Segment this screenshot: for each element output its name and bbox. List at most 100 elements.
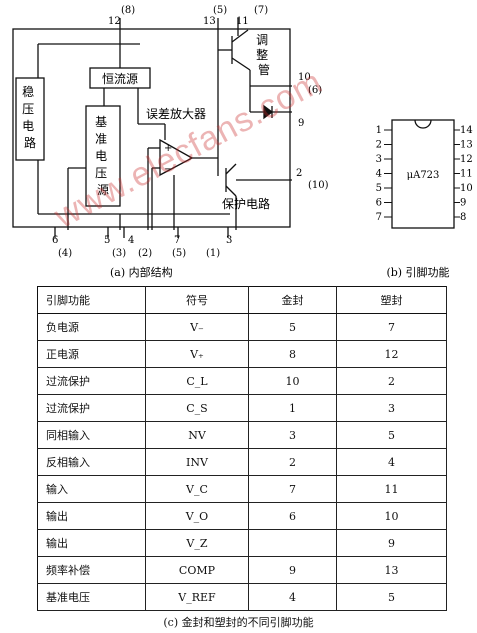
current-source-block xyxy=(89,67,151,89)
pin-label: 3 xyxy=(226,235,232,246)
label-current-source: 恒流源 xyxy=(102,72,138,86)
cell-metal xyxy=(248,529,337,557)
caption-b: (b) 引脚功能 xyxy=(386,265,449,279)
cell-plastic: 12 xyxy=(335,340,448,368)
label-regulator: 稳 压 电 路 xyxy=(22,84,38,150)
chip-pin-number: 7 xyxy=(376,212,382,223)
chip-pin-number: 4 xyxy=(376,169,382,180)
chip-pin-number: 9 xyxy=(460,198,466,209)
ref-ch-0: 基 xyxy=(95,115,107,129)
header-metal: 金封 xyxy=(248,286,337,314)
caption-c: (c) 金封和塑封的不同引脚功能 xyxy=(163,616,314,629)
cell-plastic: 3 xyxy=(335,394,448,422)
cell-symbol: NV xyxy=(144,421,249,449)
cell-function: 输出 xyxy=(46,510,68,523)
cell-symbol: V_O xyxy=(144,502,249,530)
chip-pin-number: 11 xyxy=(460,169,473,180)
cell-function: 正电源 xyxy=(46,348,79,361)
cell-function: 输出 xyxy=(46,537,68,550)
table-header-row: 引脚功能 符号 金封 塑封 xyxy=(37,286,448,314)
header-plastic: 塑封 xyxy=(335,286,448,314)
cell-plastic: 4 xyxy=(335,448,448,476)
pin-label: (3) xyxy=(112,248,126,259)
ref-ch-1: 准 xyxy=(95,132,107,146)
amp-minus-sign: − xyxy=(164,164,172,175)
cell-symbol: V_Z xyxy=(144,529,249,557)
cell-metal: 5 xyxy=(248,313,337,341)
pin-label: (7) xyxy=(254,5,268,16)
adj-ch-0: 调 xyxy=(256,33,268,47)
cell-symbol: V_C xyxy=(144,475,249,503)
pin-label: (4) xyxy=(58,248,72,259)
header-function: 引脚功能 xyxy=(37,286,146,314)
chip-pin-number: 12 xyxy=(460,154,473,165)
amp-plus-sign: + xyxy=(164,143,172,154)
chip-pin-number: 14 xyxy=(460,125,473,136)
chip-pin-number: 8 xyxy=(460,212,466,223)
pin-label: 9 xyxy=(298,118,304,129)
reg-ch-3: 路 xyxy=(24,135,36,150)
chip-pin-number: 10 xyxy=(460,183,473,194)
ref-ch-3: 压 xyxy=(95,166,107,180)
cell-metal: 1 xyxy=(248,394,337,422)
cell-plastic: 13 xyxy=(335,556,448,584)
ref-ch-4: 源 xyxy=(97,183,109,197)
label-reference: 基 准 电 压 源 xyxy=(95,115,111,197)
chip-pin-number: 3 xyxy=(376,154,382,165)
adj-ch-1: 整 xyxy=(256,47,268,62)
pin-label: 13 xyxy=(203,16,216,27)
cell-symbol: V₊ xyxy=(144,340,249,368)
chip-pin-number: 5 xyxy=(376,183,382,194)
pin-label: 10 xyxy=(298,72,311,83)
reg-ch-2: 电 xyxy=(22,119,34,133)
cell-function: 过流保护 xyxy=(46,375,90,388)
cell-plastic: 5 xyxy=(335,421,448,449)
pin-label: 12 xyxy=(108,16,121,27)
cell-symbol: C_S xyxy=(144,394,249,422)
cell-function: 过流保护 xyxy=(46,402,90,415)
zener-diode xyxy=(263,104,274,120)
cell-plastic: 2 xyxy=(335,367,448,395)
pin-label: 4 xyxy=(128,235,134,246)
chip-pin-number: 6 xyxy=(376,198,382,209)
reg-ch-1: 压 xyxy=(22,102,34,116)
chip-pin-number: 1 xyxy=(376,125,382,136)
cell-metal: 10 xyxy=(248,367,337,395)
chip-right-pins: 14 13 12 11 10 9 8 xyxy=(454,125,473,223)
adj-ch-2: 管 xyxy=(258,62,270,77)
cell-function: 反相输入 xyxy=(46,456,90,469)
error-amplifier xyxy=(159,138,194,177)
cell-function: 输入 xyxy=(46,483,68,496)
pin-label: (10) xyxy=(308,180,329,191)
cell-function: 负电源 xyxy=(46,321,79,334)
pin-label: 11 xyxy=(236,16,249,27)
label-adjust-tube: 调 整 管 xyxy=(256,33,272,77)
cell-metal: 7 xyxy=(248,475,337,503)
regulator-block xyxy=(15,77,45,161)
pin-label: (5) xyxy=(213,5,227,16)
pin-label: 7 xyxy=(174,235,180,246)
chip-notch xyxy=(414,119,432,129)
pin-label: 6 xyxy=(52,235,58,246)
label-protect: 保护电路 xyxy=(222,196,270,211)
cell-symbol: C_L xyxy=(144,367,249,395)
pin-label: 5 xyxy=(104,235,110,246)
cell-metal: 9 xyxy=(248,556,337,584)
cell-symbol: COMP xyxy=(144,556,249,584)
caption-a: (a) 内部结构 xyxy=(110,265,173,279)
reg-ch-0: 稳 xyxy=(22,84,34,99)
cell-metal: 4 xyxy=(248,583,337,611)
chip-pin-number: 13 xyxy=(460,140,473,151)
cell-function: 频率补偿 xyxy=(46,564,90,577)
